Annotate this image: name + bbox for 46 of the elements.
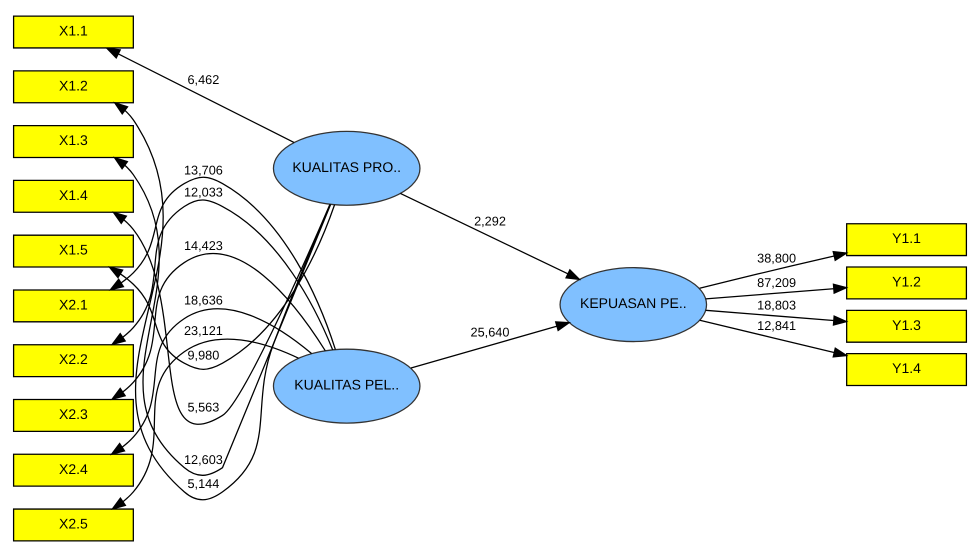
edge-label: 9,980 (187, 347, 220, 362)
arrow (108, 204, 336, 370)
arrow (110, 338, 299, 510)
node-ellipse: KUALITAS PEL.. (272, 348, 421, 424)
arrow (113, 102, 331, 500)
arrow (105, 47, 294, 143)
edge-label: 12,033 (184, 184, 223, 200)
node-box: X1.5 (12, 234, 134, 268)
arrow (110, 253, 326, 400)
edge-label: 38,800 (757, 250, 796, 266)
edge-label: 12,841 (757, 318, 796, 334)
arrow (400, 192, 582, 280)
arrow (700, 320, 849, 358)
edge-label: 25,640 (470, 324, 510, 340)
edge-label: 5,144 (187, 476, 220, 492)
node-box: X1.1 (12, 15, 134, 49)
node-box: X2.3 (12, 398, 134, 432)
edge-label: 14,423 (184, 238, 223, 253)
edge-label: 2,292 (474, 214, 506, 229)
edge-label: 6,462 (187, 72, 220, 88)
arrow (110, 308, 312, 456)
edge-label: 18,636 (184, 292, 223, 308)
arrow (112, 204, 330, 424)
edge-label: 87,209 (757, 274, 796, 290)
edge-label: 5,563 (187, 400, 220, 415)
arrow (706, 283, 848, 300)
edge-label: 18,803 (757, 298, 796, 313)
node-box: X2.4 (12, 454, 134, 487)
node-ellipse: KUALITAS PRO.. (272, 130, 421, 206)
node-box: Y1.2 (846, 266, 968, 300)
edge-label: 23,121 (184, 323, 223, 338)
arrow (410, 321, 572, 369)
arrow (706, 310, 848, 326)
node-box: X1.3 (12, 125, 134, 158)
node-box: X2.2 (12, 344, 134, 378)
node-box: Y1.4 (846, 353, 968, 386)
node-box: X2.5 (12, 508, 134, 542)
arrow (699, 250, 848, 289)
edge-label: 13,706 (184, 162, 223, 178)
node-box: X2.1 (12, 289, 134, 322)
node-box: X1.2 (12, 70, 134, 104)
node-box: Y1.1 (846, 223, 968, 256)
arrow (112, 156, 332, 476)
edge-label: 12,603 (184, 452, 223, 467)
node-box: Y1.3 (846, 310, 968, 343)
node-box: X1.4 (12, 180, 134, 213)
